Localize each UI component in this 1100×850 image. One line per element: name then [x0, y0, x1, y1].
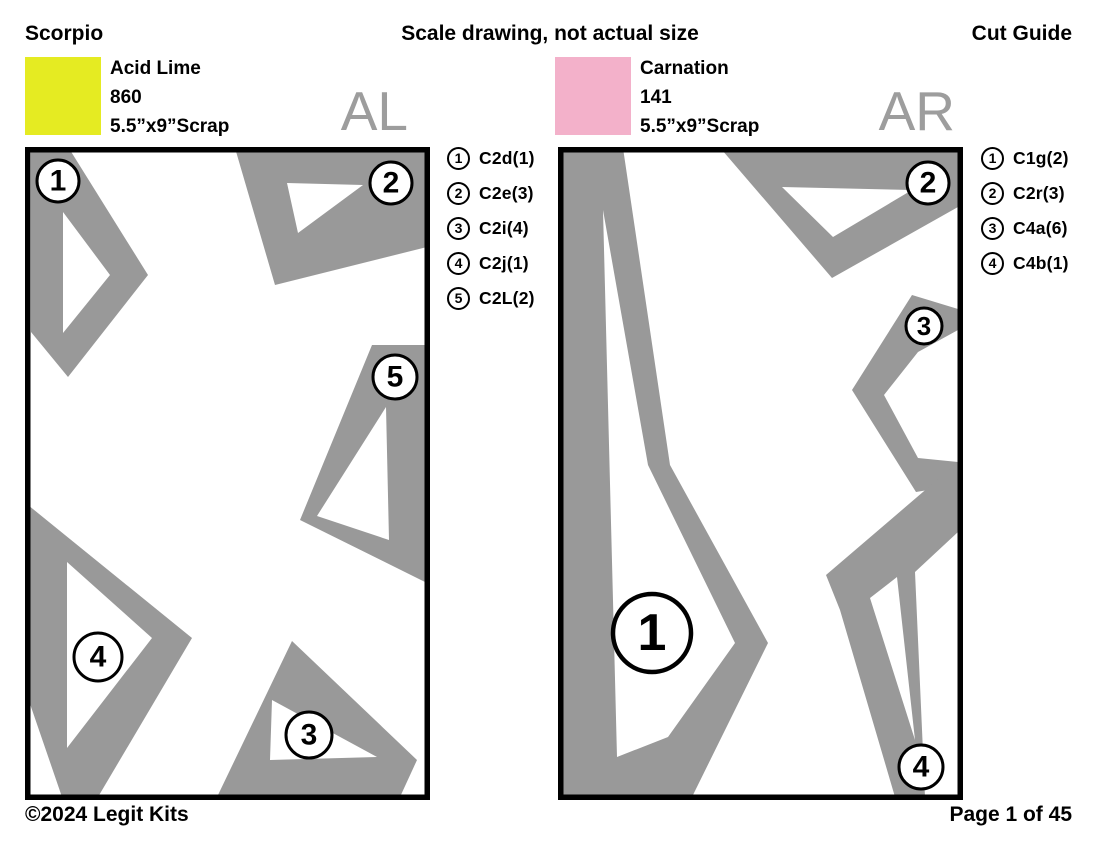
- fabric-info-al: Acid Lime 860 5.5”x9”Scrap: [110, 54, 229, 141]
- pattern-title: Scorpio: [25, 22, 104, 45]
- legend-number-circle: 4: [981, 252, 1004, 275]
- legend-piece-label: C2i(4): [479, 218, 529, 238]
- piece-shape-ar-3: [852, 295, 958, 492]
- fabric-number: 860: [110, 87, 142, 108]
- legend-piece-label: C4b(1): [1013, 253, 1069, 273]
- legend-item: 2 C2e(3): [447, 182, 535, 205]
- piece-badge: 5: [371, 353, 419, 401]
- piece-shape-al-4: [30, 506, 192, 795]
- panel-border-al: [25, 147, 430, 800]
- legend-piece-label: C2e(3): [479, 183, 534, 203]
- legend-piece-label: C2d(1): [479, 148, 535, 168]
- legend-number-circle: 3: [447, 217, 470, 240]
- legend-piece-label: C1g(2): [1013, 148, 1069, 168]
- svg-text:2: 2: [920, 167, 937, 200]
- legend-piece-label: C2r(3): [1013, 183, 1065, 203]
- legend-piece-label: C4a(6): [1013, 218, 1068, 238]
- legend-item: 3 C4a(6): [981, 217, 1069, 240]
- piece-badge: 3: [904, 306, 944, 346]
- fabric-name: Carnation: [640, 58, 729, 79]
- legend-item: 5 C2L(2): [447, 287, 535, 310]
- legend-number-circle: 3: [981, 217, 1004, 240]
- legend-piece-label: C2L(2): [479, 288, 535, 308]
- svg-text:3: 3: [301, 719, 318, 752]
- page-number: Page 1 of 45: [949, 803, 1072, 826]
- legend-ar: 1 C1g(2) 2 C2r(3) 3 C4a(6) 4 C4b(1): [981, 147, 1069, 287]
- svg-text:4: 4: [913, 751, 930, 784]
- copyright-text: ©2024 Legit Kits: [25, 803, 189, 826]
- panel-code-al: AL: [340, 80, 408, 142]
- cut-panel-al: 1 2 5 4 3: [25, 147, 430, 800]
- scale-note: Scale drawing, not actual size: [401, 22, 699, 45]
- piece-badge: 2: [905, 160, 951, 206]
- legend-item: 1 C1g(2): [981, 147, 1069, 170]
- fabric-info-ar: Carnation 141 5.5”x9”Scrap: [640, 54, 759, 141]
- legend-number-circle: 1: [447, 147, 470, 170]
- svg-text:1: 1: [50, 165, 67, 198]
- piece-shape-al-5: [300, 345, 425, 583]
- legend-number-circle: 4: [447, 252, 470, 275]
- fabric-swatch-acid-lime: [25, 57, 101, 135]
- piece-badge: 4: [72, 631, 124, 683]
- fabric-size: 5.5”x9”Scrap: [110, 116, 230, 137]
- piece-badge: 4: [897, 743, 945, 791]
- piece-badge: 1: [35, 158, 81, 204]
- legend-number-circle: 2: [981, 182, 1004, 205]
- legend-item: 4 C2j(1): [447, 252, 535, 275]
- svg-text:4: 4: [90, 641, 107, 674]
- piece-shape-ar-2: [723, 152, 958, 278]
- piece-shape-ar-1: [563, 152, 768, 795]
- legend-number-circle: 5: [447, 287, 470, 310]
- svg-text:2: 2: [383, 167, 400, 200]
- svg-text:1: 1: [638, 604, 667, 662]
- panel-border-ar: [558, 147, 963, 800]
- legend-item: 2 C2r(3): [981, 182, 1069, 205]
- fabric-number: 141: [640, 87, 672, 108]
- legend-item: 1 C2d(1): [447, 147, 535, 170]
- cut-guide-label: Cut Guide: [971, 22, 1072, 45]
- piece-shape-ar-4: [826, 462, 958, 795]
- legend-piece-label: C2j(1): [479, 253, 529, 273]
- piece-badge: 2: [368, 160, 414, 206]
- cut-panel-ar: 2 3 1 4: [558, 147, 963, 800]
- legend-number-circle: 2: [447, 182, 470, 205]
- panel-code-ar: AR: [878, 80, 955, 142]
- fabric-swatch-carnation: [555, 57, 631, 135]
- piece-badge: 1: [610, 591, 694, 675]
- svg-text:5: 5: [387, 361, 404, 394]
- legend-item: 4 C4b(1): [981, 252, 1069, 275]
- legend-al: 1 C2d(1) 2 C2e(3) 3 C2i(4) 4 C2j(1) 5 C2…: [447, 147, 535, 322]
- legend-item: 3 C2i(4): [447, 217, 535, 240]
- legend-number-circle: 1: [981, 147, 1004, 170]
- svg-text:3: 3: [917, 311, 931, 341]
- fabric-name: Acid Lime: [110, 58, 201, 79]
- fabric-size: 5.5”x9”Scrap: [640, 116, 760, 137]
- piece-badge: 3: [284, 710, 334, 760]
- piece-shape-al-1: [31, 152, 148, 377]
